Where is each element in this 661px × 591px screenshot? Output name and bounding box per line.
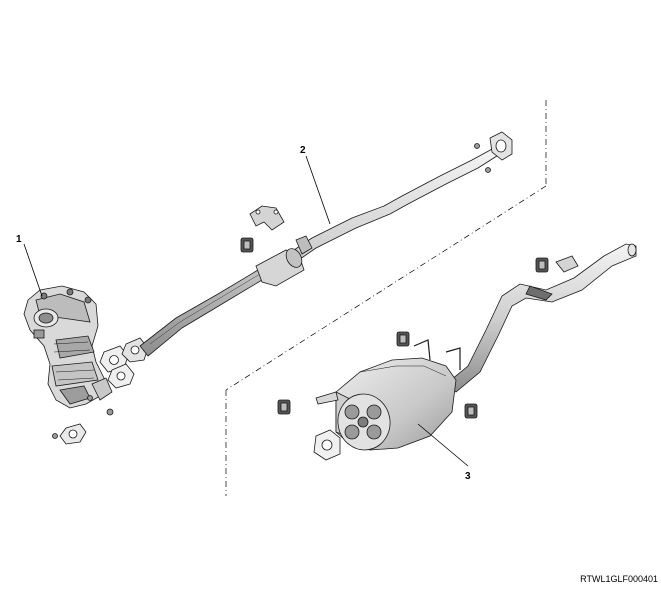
- leader-3: [417, 423, 469, 467]
- callout-2: 2: [300, 145, 306, 156]
- rear-muffler-assembly: [313, 243, 637, 461]
- front-exhaust-pipe: [99, 131, 513, 389]
- assembly-boundary-lines: [225, 100, 547, 496]
- callout-leaders: [23, 155, 469, 467]
- callout-3: 3: [465, 471, 471, 482]
- muffler-rubber-isolator-a: [396, 331, 410, 347]
- muffler-rubber-isolator-c: [464, 403, 478, 419]
- callout-1: 1: [16, 234, 22, 245]
- rubber-isolator: [240, 237, 254, 253]
- pipe-hanger-bracket: [249, 205, 285, 231]
- catalytic-converter-manifold: [23, 285, 114, 445]
- tailpipe-rubber-isolator: [535, 255, 579, 273]
- leader-2: [305, 155, 331, 225]
- muffler-rubber-isolator-b: [277, 399, 291, 415]
- leader-1: [23, 243, 43, 297]
- figure-code: RTWL1GLF000401: [580, 574, 658, 584]
